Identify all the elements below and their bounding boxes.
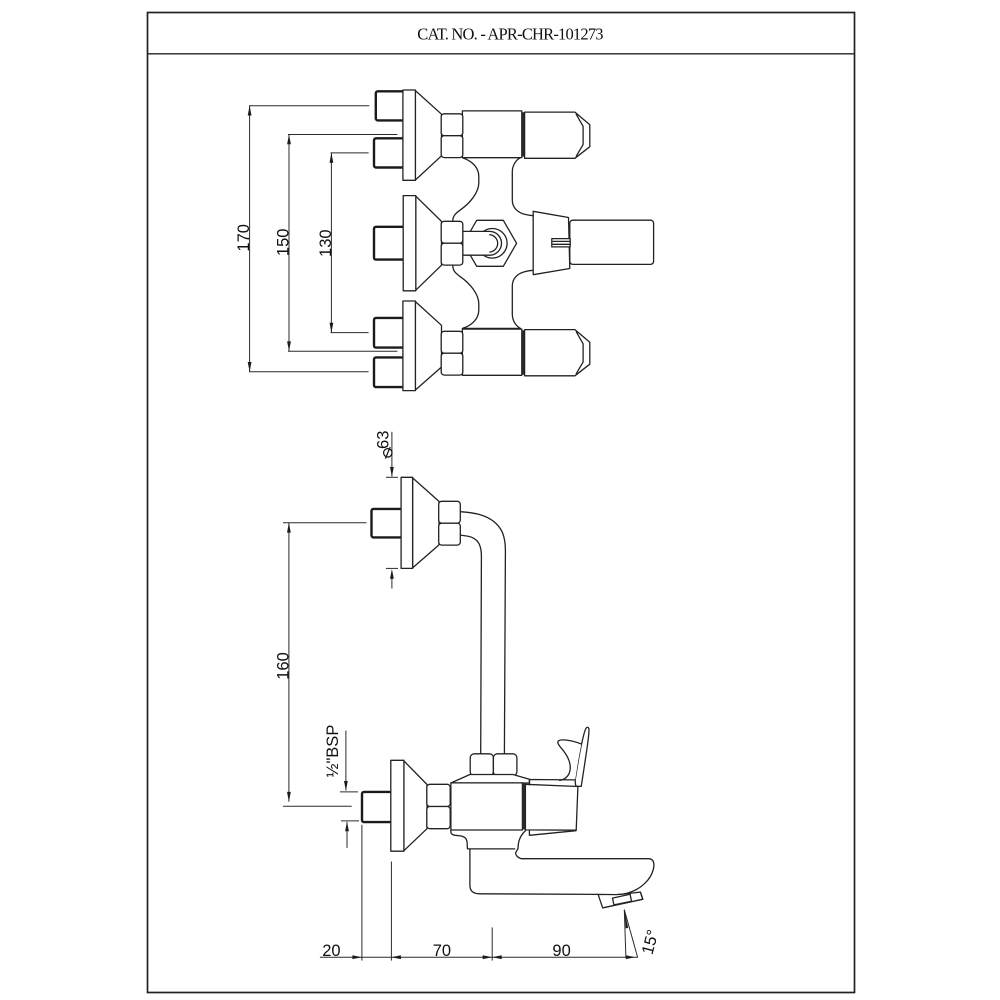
svg-text:160: 160 (275, 652, 293, 680)
svg-text:70: 70 (433, 942, 451, 960)
svg-text:170: 170 (235, 224, 253, 252)
svg-text:15°: 15° (639, 928, 663, 957)
svg-text:63: 63 (374, 431, 392, 449)
svg-text:130: 130 (317, 229, 335, 257)
svg-text:CAT. NO. - APR-CHR-101273: CAT. NO. - APR-CHR-101273 (417, 25, 603, 44)
svg-text:20: 20 (322, 942, 340, 960)
svg-text:90: 90 (552, 942, 570, 960)
svg-text:½"BSP: ½"BSP (324, 725, 342, 778)
svg-text:150: 150 (275, 229, 293, 257)
